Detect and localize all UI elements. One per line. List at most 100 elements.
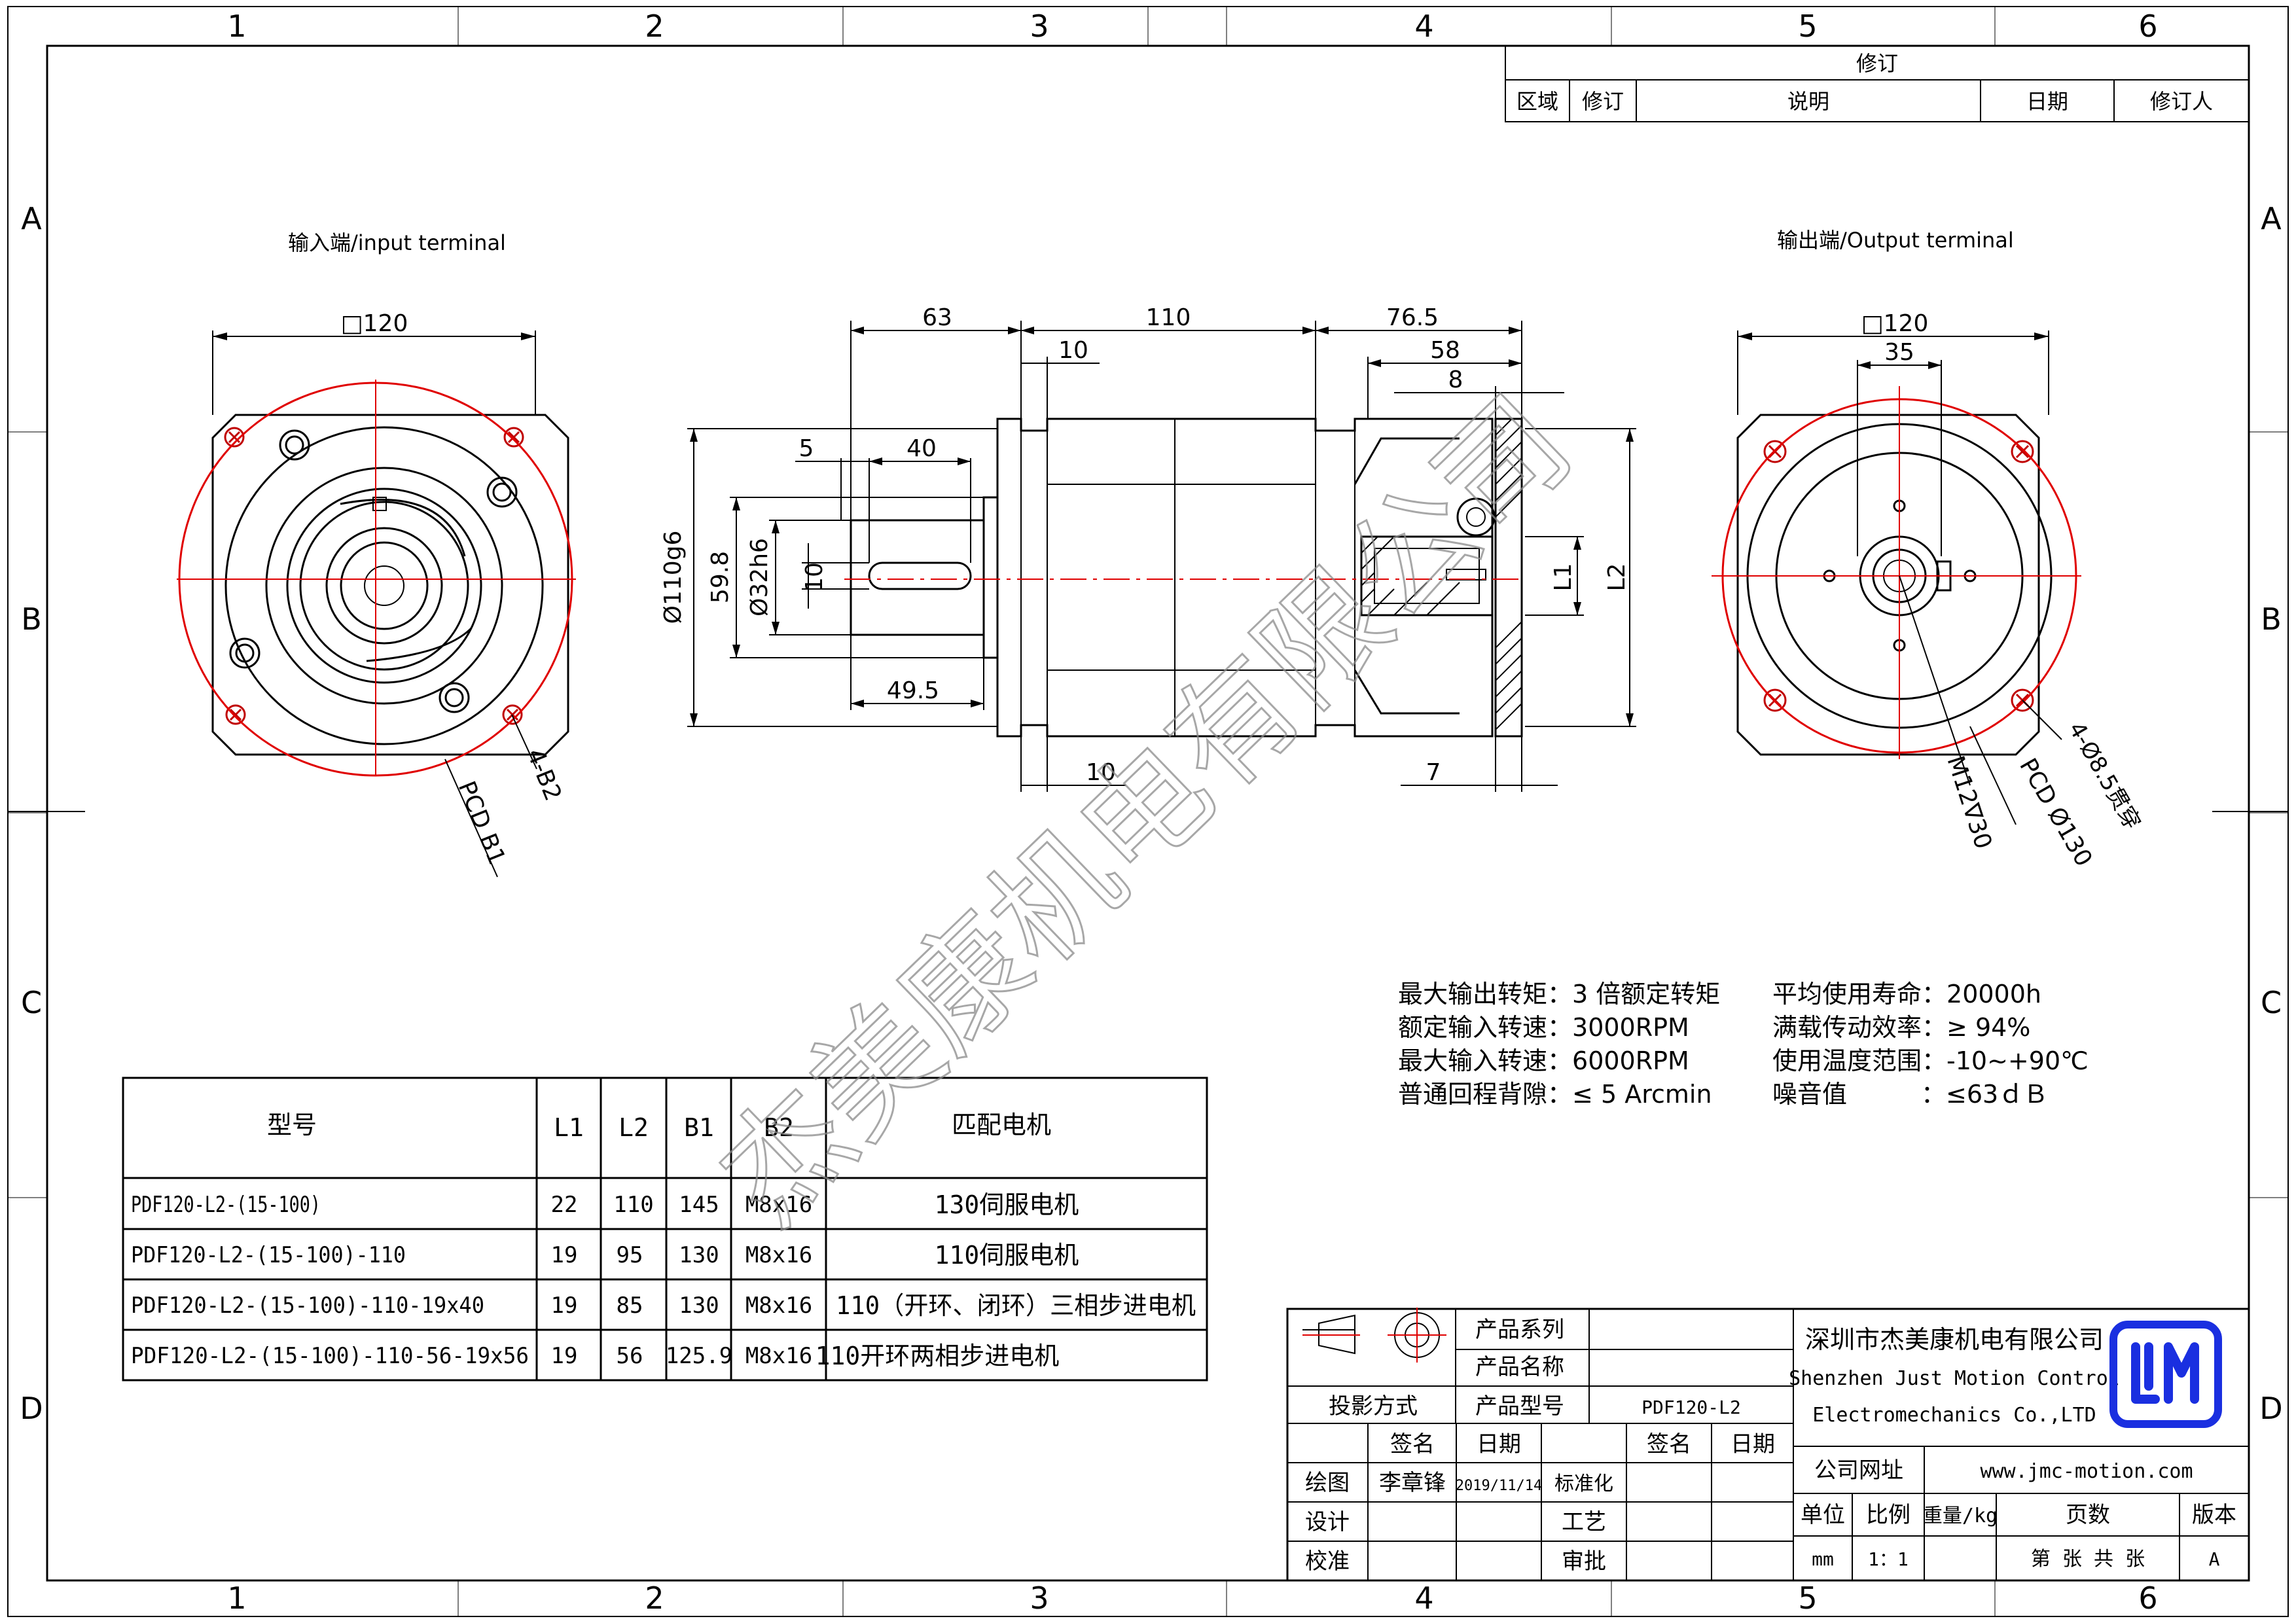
tb-pages-label: 页数 bbox=[2066, 1502, 2110, 1528]
input-end-view: □120 4-B2 PCD B1 bbox=[177, 310, 576, 878]
sheet-frame bbox=[7, 6, 2289, 1617]
row-label-right-a: A bbox=[2261, 201, 2282, 236]
tb-version: A bbox=[2209, 1548, 2220, 1570]
revision-header-rev: 修订 bbox=[1582, 89, 1624, 114]
model-row-1-l1: 22 bbox=[551, 1192, 578, 1218]
col-label-bottom-5: 5 bbox=[1798, 1580, 1817, 1616]
tb-unit-label: 单位 bbox=[1801, 1502, 1845, 1528]
tb-scale-label: 比例 bbox=[1866, 1502, 1910, 1528]
dim-76-5: 76.5 bbox=[1386, 304, 1439, 331]
tb-company-cn: 深圳市杰美康机电有限公司 bbox=[1805, 1325, 2104, 1354]
tb-product-series: 产品系列 bbox=[1475, 1317, 1564, 1343]
title-block: 产品系列 产品名称 投影方式 产品型号 PDF120-L2 签名 日期 签名 日… bbox=[1286, 1308, 2250, 1582]
output-flange-section bbox=[1494, 418, 1523, 738]
revision-table: 修订 区域 修订 说明 日期 修订人 bbox=[1505, 45, 2250, 122]
tb-drawn-label: 绘图 bbox=[1305, 1470, 1350, 1496]
dim-l1: L1 bbox=[1550, 563, 1577, 592]
model-row-3-motor: 110（开环、闭环）三相步进电机 bbox=[836, 1291, 1196, 1320]
projection-symbol bbox=[1302, 1308, 1446, 1363]
tb-drawn-date: 2019/11/14 bbox=[1456, 1478, 1542, 1494]
model-row-2-b1: 130 bbox=[679, 1242, 719, 1268]
output-square-dim: □120 bbox=[1861, 310, 1929, 337]
output-pcd-label: PCD Ø130 bbox=[2014, 754, 2097, 871]
row-label-right-d: D bbox=[2259, 1391, 2282, 1426]
tb-version-label: 版本 bbox=[2192, 1502, 2236, 1528]
tb-website-label: 公司网址 bbox=[1814, 1457, 1903, 1484]
revision-title: 修订 bbox=[1856, 51, 1898, 76]
tb-date-1: 日期 bbox=[1477, 1431, 1521, 1457]
spec-left-1: 最大输出转矩：3 倍额定转矩 bbox=[1398, 980, 1720, 1008]
spec-right-4: 噪音值：≤63ｄＢ bbox=[1772, 1080, 2048, 1109]
dim-10-key: 10 bbox=[801, 562, 828, 592]
revision-header-area: 区域 bbox=[1516, 89, 1558, 114]
tb-product-name: 产品名称 bbox=[1475, 1354, 1564, 1380]
model-row-1-model: PDF120-L2-(15-100) bbox=[131, 1192, 321, 1218]
spec-left-4: 普通回程背隙：≤ 5 Arcmin bbox=[1398, 1080, 1712, 1109]
spec-list: 最大输出转矩：3 倍额定转矩 额定输入转速：3000RPM 最大输入转速：600… bbox=[1398, 980, 2089, 1109]
row-label-right-b: B bbox=[2261, 601, 2282, 637]
model-row-1-l2: 110 bbox=[613, 1192, 653, 1218]
model-row-1-b1: 145 bbox=[679, 1192, 719, 1218]
model-row-4-motor: 110开环两相步进电机 bbox=[816, 1342, 1060, 1370]
tb-drawn-by: 李章锋 bbox=[1379, 1470, 1446, 1496]
input-square-dim: □120 bbox=[341, 310, 408, 337]
tb-pages: 第 张 共 张 bbox=[2031, 1548, 2145, 1571]
model-row-3-l1: 19 bbox=[551, 1293, 578, 1319]
tb-product-model-label: 产品型号 bbox=[1475, 1393, 1564, 1419]
model-row-2-l1: 19 bbox=[551, 1242, 578, 1268]
spec-right-2: 满载传动效率：≥ 94% bbox=[1772, 1013, 2030, 1042]
input-view-title: 输入端/input terminal bbox=[288, 230, 506, 255]
company-logo bbox=[2109, 1321, 2222, 1428]
col-label-top-5: 5 bbox=[1798, 9, 1817, 44]
col-label-top-2: 2 bbox=[645, 9, 664, 44]
model-header-motor: 匹配电机 bbox=[952, 1111, 1051, 1139]
model-row-2-model: PDF120-L2-(15-100)-110 bbox=[131, 1242, 406, 1268]
spec-left-3: 最大输入转速：6000RPM bbox=[1398, 1046, 1689, 1075]
model-row-3-l2: 85 bbox=[617, 1293, 643, 1319]
output-inner-dim: 35 bbox=[1884, 339, 1914, 366]
dim-10-bottom: 10 bbox=[1086, 759, 1116, 786]
side-section-view: 63 110 76.5 10 58 8 5 40 49.5 10 7 Ø110g… bbox=[660, 304, 1636, 792]
dim-7: 7 bbox=[1426, 759, 1441, 786]
tb-check: 校准 bbox=[1305, 1548, 1350, 1575]
dim-l2: L2 bbox=[1604, 563, 1630, 592]
spec-right-3: 使用温度范围：-10~+90℃ bbox=[1772, 1046, 2089, 1075]
model-row-4-l1: 19 bbox=[551, 1343, 578, 1369]
row-label-left-b: B bbox=[21, 601, 42, 637]
output-view-title: 输出端/Output terminal bbox=[1777, 228, 2014, 253]
revision-header-reviser: 修订人 bbox=[2150, 89, 2213, 114]
model-row-3-b2: M8x16 bbox=[745, 1293, 812, 1319]
tb-unit: mm bbox=[1812, 1548, 1834, 1570]
col-label-top-1: 1 bbox=[227, 9, 246, 44]
col-label-top-6: 6 bbox=[2138, 9, 2157, 44]
tb-process: 工艺 bbox=[1562, 1509, 1606, 1535]
col-label-bottom-4: 4 bbox=[1414, 1580, 1433, 1616]
tb-company-en-2: Electromechanics Co.,LTD bbox=[1812, 1404, 2096, 1427]
model-row-4-l2: 56 bbox=[617, 1343, 643, 1369]
model-header-l1: L1 bbox=[554, 1113, 584, 1142]
tb-standard: 标准化 bbox=[1554, 1472, 1613, 1495]
dim-5: 5 bbox=[799, 435, 814, 462]
tb-website: www.jmc-motion.com bbox=[1980, 1460, 2193, 1483]
tb-company-en-1: Shenzhen Just Motion Control bbox=[1789, 1367, 2120, 1390]
dim-63: 63 bbox=[922, 304, 952, 331]
company-watermark: 杰美康机电有限公司 bbox=[692, 370, 1598, 1252]
tb-sign-1: 签名 bbox=[1390, 1431, 1435, 1457]
model-row-4-model: PDF120-L2-(15-100)-110-56-19x56 bbox=[131, 1343, 529, 1369]
model-row-1-motor: 130伺服电机 bbox=[935, 1190, 1079, 1219]
output-tapped-label: M12∇30 bbox=[1941, 753, 1996, 852]
col-label-top-3: 3 bbox=[1030, 9, 1049, 44]
dim-40: 40 bbox=[906, 435, 937, 462]
row-label-left-a: A bbox=[21, 201, 42, 236]
dim-110: 110 bbox=[1146, 304, 1191, 331]
model-row-4-b1: 125.9 bbox=[666, 1343, 732, 1369]
tb-projection: 投影方式 bbox=[1329, 1393, 1418, 1419]
col-label-top-4: 4 bbox=[1414, 9, 1433, 44]
row-label-right-c: C bbox=[2261, 985, 2282, 1020]
dim-59-8: 59.8 bbox=[707, 551, 734, 603]
tb-design: 设计 bbox=[1305, 1509, 1350, 1535]
dim-10-top: 10 bbox=[1058, 337, 1088, 364]
model-header-l2: L2 bbox=[619, 1113, 649, 1142]
model-table: 型号 L1 L2 B1 B2 匹配电机 PDF120-L2-(15-100) P… bbox=[122, 1077, 1208, 1382]
